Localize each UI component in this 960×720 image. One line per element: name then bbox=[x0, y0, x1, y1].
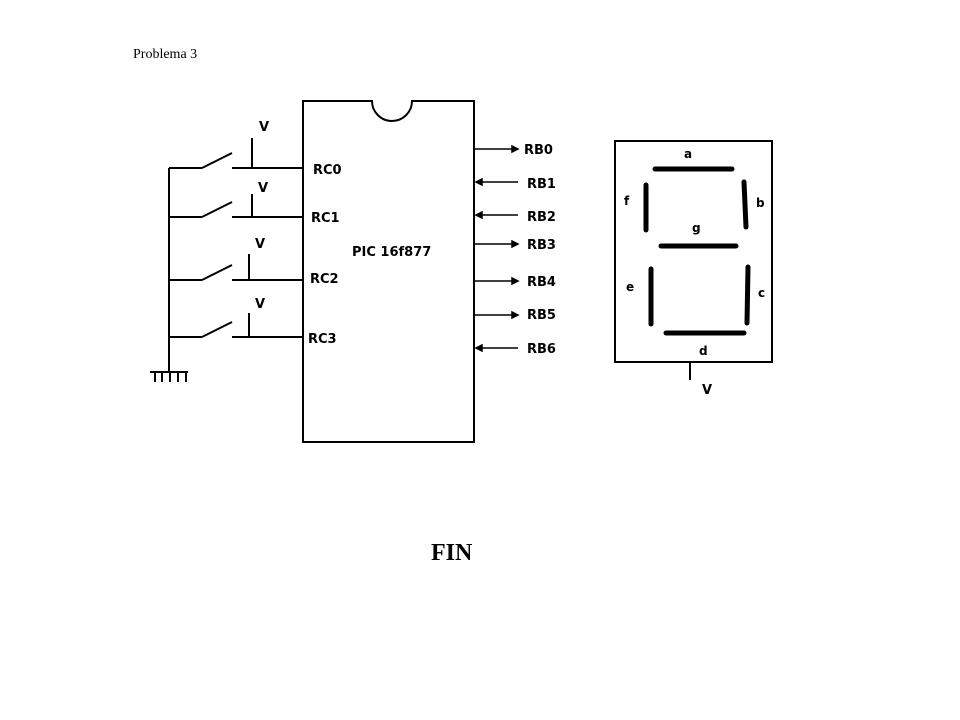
output-pins bbox=[474, 144, 520, 353]
slide-title: Problema 3 bbox=[133, 47, 198, 62]
switch-supply-label: V bbox=[258, 181, 268, 196]
segment-label-f: f bbox=[624, 194, 630, 208]
seven-segment-display bbox=[614, 140, 773, 380]
pin-label-rc0: RC0 bbox=[313, 163, 342, 178]
pin-label-rb5: RB5 bbox=[527, 308, 556, 323]
chip-name: PIC 16f877 bbox=[352, 245, 431, 260]
pin-label-rb2: RB2 bbox=[527, 210, 556, 225]
segment-b bbox=[741, 179, 749, 230]
pic-chip bbox=[302, 100, 475, 443]
pin-label-rc1: RC1 bbox=[311, 211, 340, 226]
pin-label-rb1: RB1 bbox=[527, 177, 556, 192]
segment-label-a: a bbox=[684, 147, 692, 161]
segment-label-e: e bbox=[626, 280, 634, 294]
switch-supply-label: V bbox=[255, 237, 265, 252]
slide-footer: FIN bbox=[431, 540, 473, 566]
display-supply-label: V bbox=[702, 383, 712, 398]
segment-label-c: c bbox=[758, 286, 765, 300]
switch-network bbox=[150, 138, 302, 382]
pin-label-rc2: RC2 bbox=[310, 272, 339, 287]
segment-label-g: g bbox=[692, 221, 701, 235]
pin-label-rb6: RB6 bbox=[527, 342, 556, 357]
pin-label-rb0: RB0 bbox=[524, 143, 553, 158]
pin-label-rb4: RB4 bbox=[527, 275, 556, 290]
switch-supply-label: V bbox=[255, 297, 265, 312]
pin-label-rc3: RC3 bbox=[308, 332, 337, 347]
segment-c bbox=[744, 264, 751, 326]
switch-supply-label: V bbox=[259, 120, 269, 135]
pin-label-rb3: RB3 bbox=[527, 238, 556, 253]
segment-label-d: d bbox=[699, 344, 708, 358]
segment-label-b: b bbox=[756, 196, 765, 210]
